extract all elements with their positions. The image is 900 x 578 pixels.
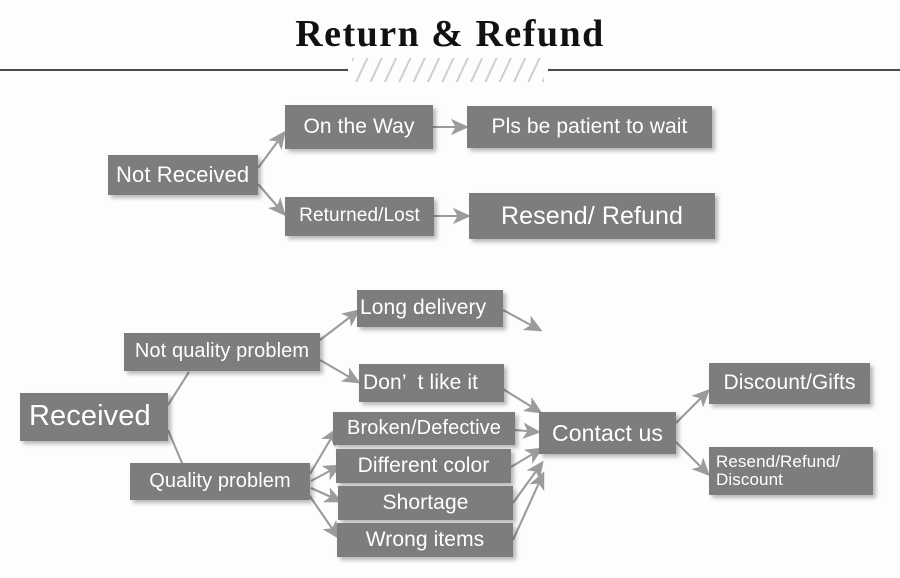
node-broken-defective[interactable]: Broken/Defective <box>333 412 515 445</box>
arrow-contact-to-discountgifts <box>675 388 711 424</box>
arrow-quality-to-shortage <box>310 487 343 503</box>
node-on-the-way[interactable]: On the Way <box>285 105 433 149</box>
node-discount-gifts[interactable]: Discount/Gifts <box>709 363 870 404</box>
node-contact-us[interactable]: Contact us <box>539 412 676 454</box>
node-not-quality-problem[interactable]: Not quality problem <box>124 333 320 371</box>
arrow-differentcolor-to-contact <box>510 447 544 468</box>
arrow-notreceived-to-returnedlost <box>257 183 286 217</box>
arrow-notquality-to-longdelivery <box>319 309 361 341</box>
arrow-longdelivery-to-contact <box>502 309 543 332</box>
node-resend-refund[interactable]: Resend/ Refund <box>469 193 715 239</box>
node-resend-refund-discount[interactable]: Resend/Refund/ Discount <box>709 447 873 495</box>
divider-line-right <box>548 69 900 71</box>
arrow-shortage-to-contact <box>512 460 544 504</box>
node-different-color[interactable]: Different color <box>336 449 511 483</box>
arrow-wrongitems-to-contact <box>512 471 545 541</box>
node-received[interactable]: Received <box>20 393 168 441</box>
node-pls-be-patient-to-wait[interactable]: Pls be patient to wait <box>467 106 712 148</box>
node-wrong-items[interactable]: Wrong items <box>337 523 513 557</box>
divider-hatch-ornament <box>352 58 544 82</box>
node-not-received[interactable]: Not Received <box>108 155 258 195</box>
link-received-to-notquality <box>167 371 190 406</box>
arrow-dontlike-to-contact <box>502 388 543 414</box>
page-header: Return & Refund <box>0 0 900 90</box>
divider-line-left <box>0 69 348 71</box>
arrow-broken-to-contact <box>514 422 541 439</box>
arrow-quality-to-differentcolor <box>310 464 342 482</box>
node-quality-problem[interactable]: Quality problem <box>130 463 310 500</box>
arrow-quality-to-wrongitems <box>308 494 340 540</box>
arrow-contact-to-resendrefunddiscount <box>675 441 711 477</box>
node-long-delivery[interactable]: Long delivery <box>357 290 503 327</box>
page-title: Return & Refund <box>295 13 605 55</box>
arrow-notquality-to-dontlike <box>319 359 361 384</box>
node-returned-lost[interactable]: Returned/Lost <box>285 197 434 236</box>
arrow-notreceived-to-ontheway <box>257 130 286 169</box>
node-shortage[interactable]: Shortage <box>338 486 513 520</box>
node-dont-like-it[interactable]: Don’ t like it <box>359 364 504 402</box>
